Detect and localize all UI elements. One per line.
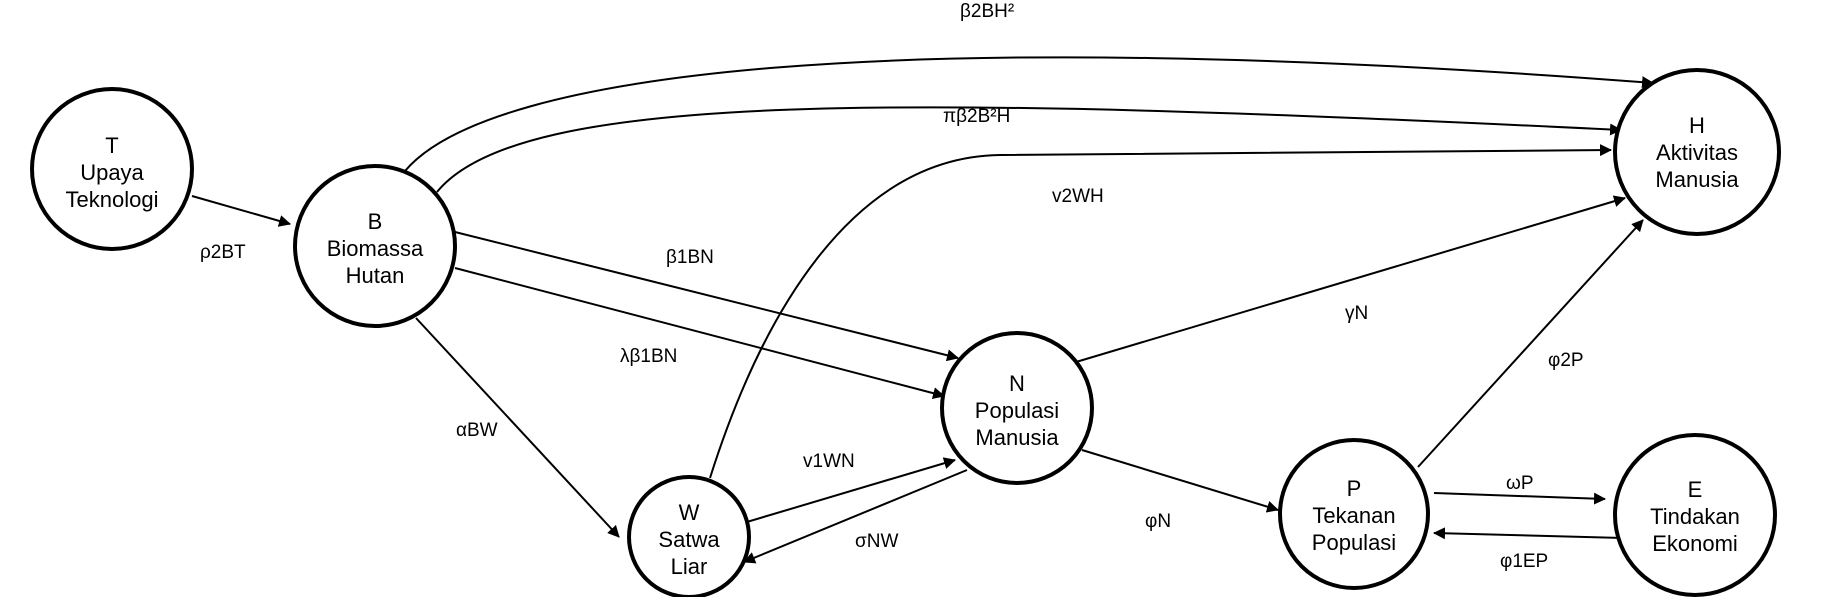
edge-label: β1BN (666, 247, 714, 268)
edge-label: φ1EP (1500, 551, 1548, 572)
node-label-line: Upaya (80, 160, 144, 185)
node-b: B Biomassa Hutan (293, 164, 457, 328)
edge-label: φ2P (1548, 350, 1584, 371)
node-label-line: Liar (671, 554, 708, 579)
edge-label: γN (1345, 303, 1368, 324)
node-label-line: E (1688, 477, 1703, 502)
edge-t-b (191, 195, 291, 227)
node-label-line: Populasi (975, 398, 1059, 423)
node-label-line: Biomassa (327, 236, 424, 261)
edge-w-h (709, 144, 1612, 479)
edge-label: λβ1BN (620, 346, 677, 367)
node-label-line: Satwa (658, 527, 720, 552)
edge-label: φN (1145, 511, 1171, 532)
node-label-line: Manusia (975, 425, 1059, 450)
node-p: P Tekanan Populasi (1278, 438, 1430, 590)
node-label-line: Teknologi (66, 187, 159, 212)
edges (191, 56, 1654, 564)
edge-n-h (1075, 195, 1626, 363)
node-label-line: Aktivitas (1656, 140, 1738, 165)
node-label-line: Populasi (1312, 530, 1396, 555)
edge-n-w (743, 469, 968, 564)
edge-b-n-lower (454, 267, 945, 400)
edge-labels: ρ2BT β2BH² πβ2B²H β1BN λβ1BN αBW v2WH v1… (200, 1, 1584, 572)
node-w: W Satwa Liar (627, 475, 751, 597)
edge-label: ρ2BT (200, 242, 246, 263)
node-h: H Aktivitas Manusia (1613, 68, 1781, 236)
edge-p-e (1433, 492, 1606, 505)
edge-label: v1WN (803, 451, 855, 472)
edge-e-p (1433, 527, 1624, 540)
node-label-line: Manusia (1655, 167, 1739, 192)
edge-b-h-lower (436, 106, 1622, 193)
node-label-line: Tekanan (1312, 503, 1395, 528)
node-e: E Tindakan Ekonomi (1613, 433, 1777, 597)
edge-p-h (1417, 219, 1644, 468)
edge-b-w (415, 317, 620, 538)
edge-n-p (1081, 449, 1279, 513)
edge-b-h-upper (404, 56, 1654, 172)
node-label-line: B (368, 209, 383, 234)
edge-label: β2BH² (960, 1, 1014, 22)
edge-label: σNW (855, 531, 898, 552)
node-label-line: Ekonomi (1652, 531, 1738, 556)
node-label-line: T (105, 133, 118, 158)
node-label-line: W (679, 500, 700, 525)
edge-w-n (729, 457, 956, 528)
node-label-line: Hutan (346, 263, 405, 288)
node-n: N Populasi Manusia (940, 331, 1094, 485)
node-label-line: H (1689, 113, 1705, 138)
node-label-line: Tindakan (1650, 504, 1740, 529)
edge-label: αBW (456, 420, 498, 441)
edge-label: ωP (1506, 473, 1534, 494)
node-label-line: P (1347, 476, 1362, 501)
edge-b-n-upper (454, 231, 959, 362)
edge-label: v2WH (1052, 186, 1104, 207)
node-t: T Upaya Teknologi (30, 87, 194, 251)
edge-label: πβ2B²H (943, 106, 1010, 127)
node-label-line: N (1009, 371, 1025, 396)
